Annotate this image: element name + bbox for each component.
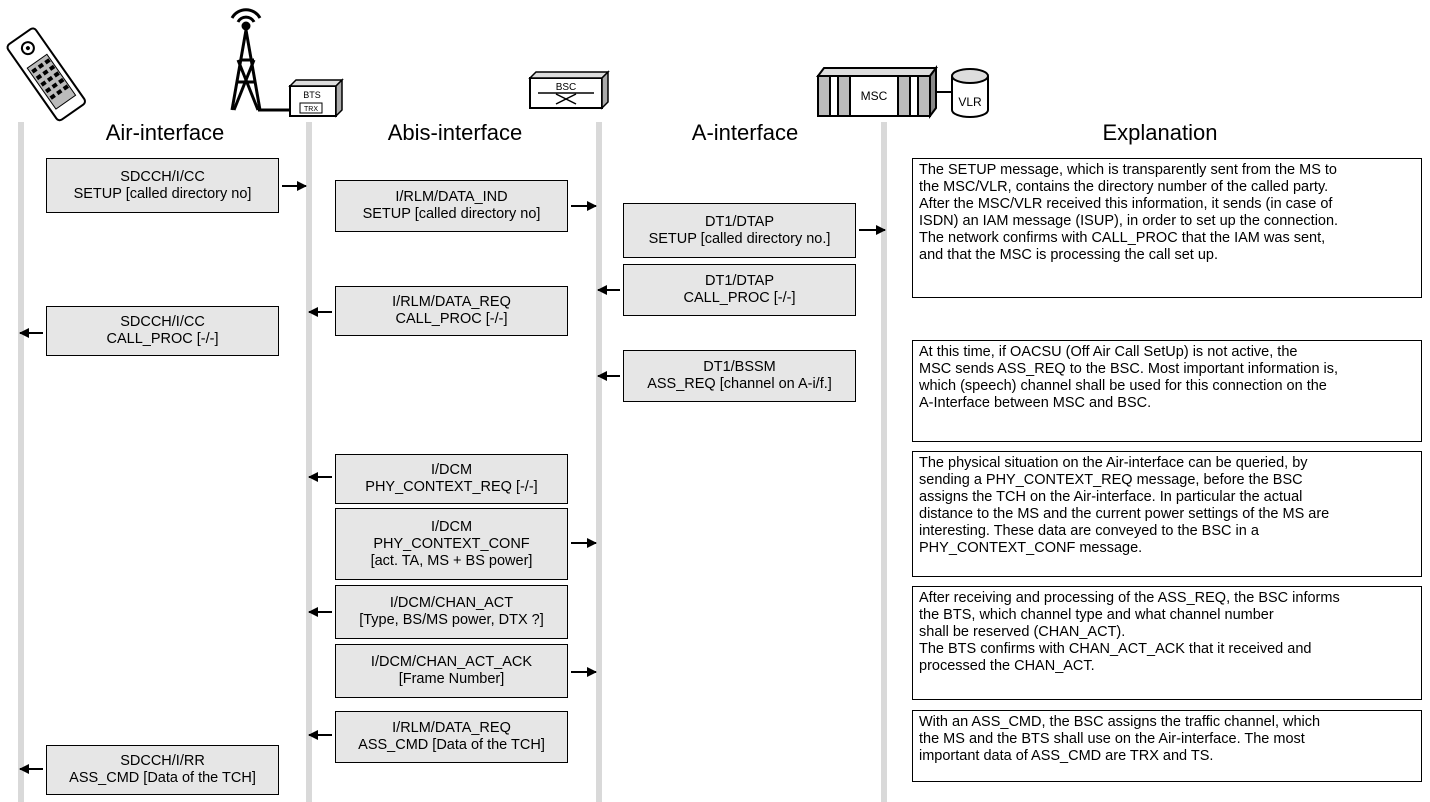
bts-label: BTS (303, 90, 321, 100)
explanation-chan-act: After receiving and processing of the AS… (912, 586, 1422, 700)
vlr-database-icon (951, 68, 989, 118)
trx-label: TRX (304, 106, 318, 113)
explanation-setup: The SETUP message, which is transparentl… (912, 158, 1422, 298)
bts-icon (288, 78, 344, 118)
a-interface-heading: A-interface (691, 120, 799, 145)
explanation-phy-context: The physical situation on the Air-interf… (912, 451, 1422, 577)
antenna-tower-icon (230, 8, 290, 112)
abis-chan-act-ack-message: I/DCM/CHAN_ACT_ACK[Frame Number] (335, 644, 568, 698)
explanation-divider (881, 122, 887, 802)
msc-label: MSC (861, 89, 888, 103)
explanation-ass-req: At this time, if OACSU (Off Air Call Set… (912, 340, 1422, 442)
equipment-icons: BTS TRX BSC MSC VLR (6, 8, 989, 122)
bsc-label: BSC (556, 82, 577, 93)
abis-chan-act-message: I/DCM/CHAN_ACT[Type, BS/MS power, DTX ?] (335, 585, 568, 639)
bsc-icon (528, 70, 610, 110)
a-lifeline (596, 122, 602, 802)
abis-lifeline (306, 122, 312, 802)
vlr-label: VLR (958, 95, 982, 109)
air-lifeline (18, 122, 24, 802)
air-interface-heading: Air-interface (105, 120, 225, 145)
msc-icon (816, 65, 938, 119)
abis-interface-heading: Abis-interface (387, 120, 523, 145)
explanation-heading: Explanation (1102, 120, 1218, 145)
mobile-phone-icon (6, 27, 86, 122)
explanation-ass-cmd: With an ASS_CMD, the BSC assigns the tra… (912, 710, 1422, 782)
